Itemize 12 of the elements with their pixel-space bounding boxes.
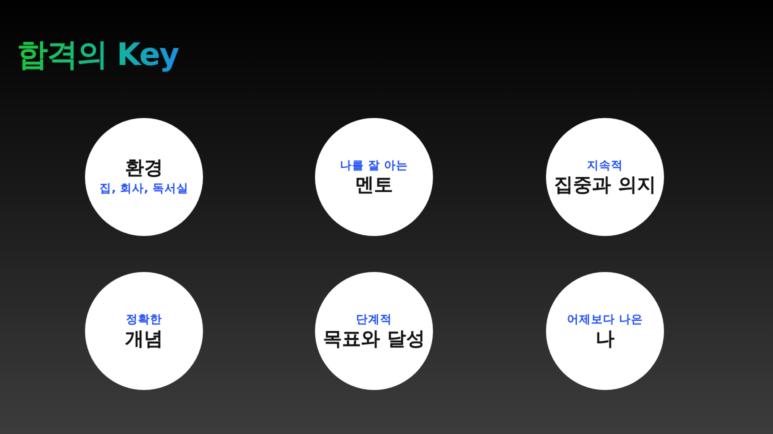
key-heading: 멘토 xyxy=(355,174,393,198)
key-heading: 환경 xyxy=(125,156,163,180)
key-heading: 나 xyxy=(596,328,614,352)
key-subtext: 나를 잘 아는 xyxy=(340,156,408,174)
key-subtext: 정확한 xyxy=(126,310,162,328)
key-subtext: 어제보다 나은 xyxy=(566,310,643,328)
key-heading: 개념 xyxy=(125,328,163,352)
key-subtext: 지속적 xyxy=(587,156,623,174)
key-subtext: 단계적 xyxy=(356,310,392,328)
key-heading: 집중과 의지 xyxy=(554,174,656,198)
key-heading: 목표와 달성 xyxy=(323,328,425,352)
key-subtext: 집, 회사, 독서실 xyxy=(100,180,188,198)
